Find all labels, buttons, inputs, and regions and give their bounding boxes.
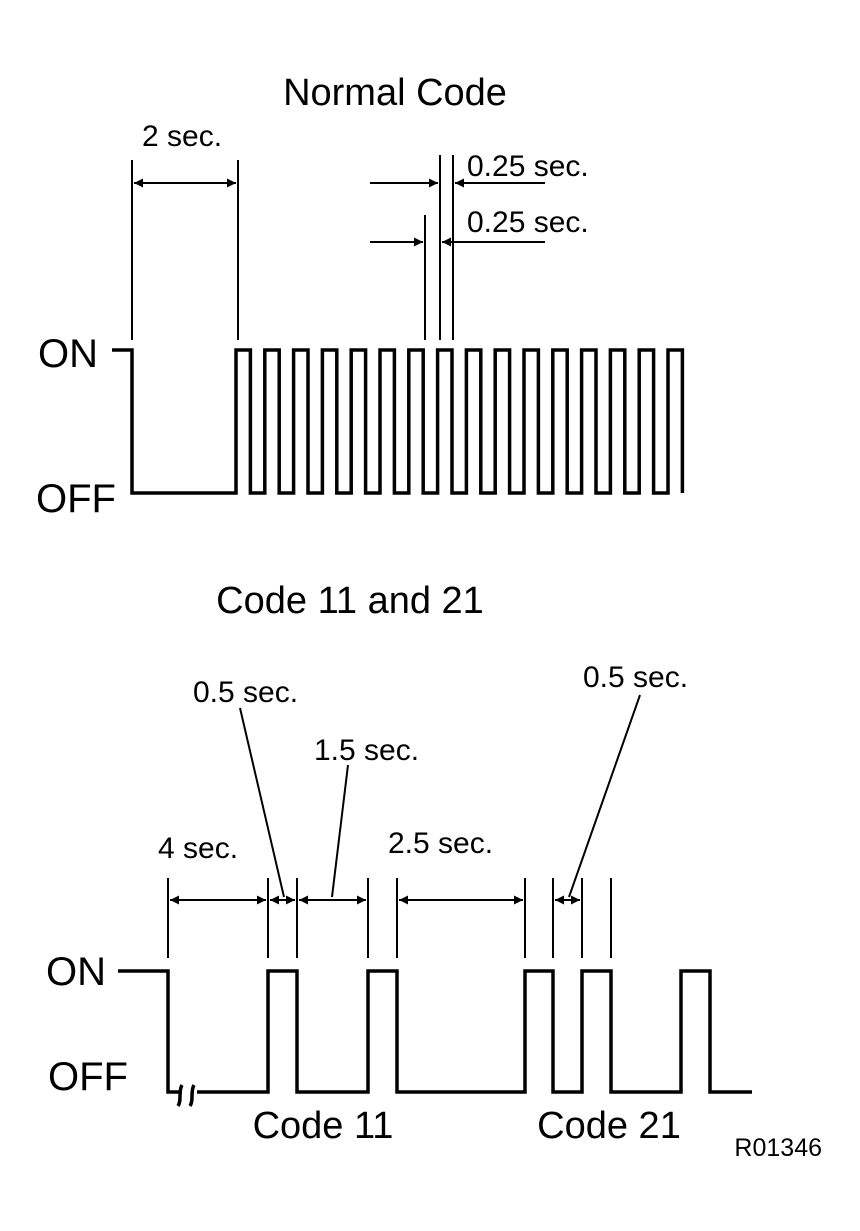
codes-05sec-label: 0.5 sec. — [193, 676, 298, 709]
codes-15sec-label: 1.5 sec. — [314, 734, 419, 767]
code-11-caption: Code 11 — [253, 1105, 394, 1147]
figure-reference-number: R01346 — [734, 1134, 822, 1162]
normal-on-label: ON — [38, 332, 98, 376]
codes-05sec-leader-line — [239, 707, 285, 898]
normal-code-waveform — [112, 348, 685, 495]
codes-05sec-second-label: 0.5 sec. — [583, 661, 688, 694]
codes-waveform-start-segment — [118, 969, 182, 1094]
codes-waveform-pulses — [197, 969, 752, 1094]
normal-025-on-label: 0.25 sec. — [467, 150, 589, 183]
codes-break-mark-right — [188, 1084, 196, 1107]
normal-2sec-label: 2 sec. — [142, 120, 222, 153]
normal-025-off-label: 0.25 sec. — [467, 206, 589, 239]
codes-05sec-second-leader-line — [568, 694, 641, 898]
codes-break-mark-left — [176, 1084, 184, 1107]
codes-on-label: ON — [46, 950, 106, 994]
normal-off-label: OFF — [36, 477, 116, 521]
codes-4sec-label: 4 sec. — [158, 832, 238, 865]
codes-15sec-leader-line — [331, 764, 349, 898]
code-11-21-title: Code 11 and 21 — [216, 580, 484, 622]
codes-25sec-label: 2.5 sec. — [388, 827, 493, 860]
codes-off-label: OFF — [48, 1055, 128, 1099]
code-21-caption: Code 21 — [537, 1105, 681, 1147]
normal-code-title: Normal Code — [283, 72, 507, 114]
